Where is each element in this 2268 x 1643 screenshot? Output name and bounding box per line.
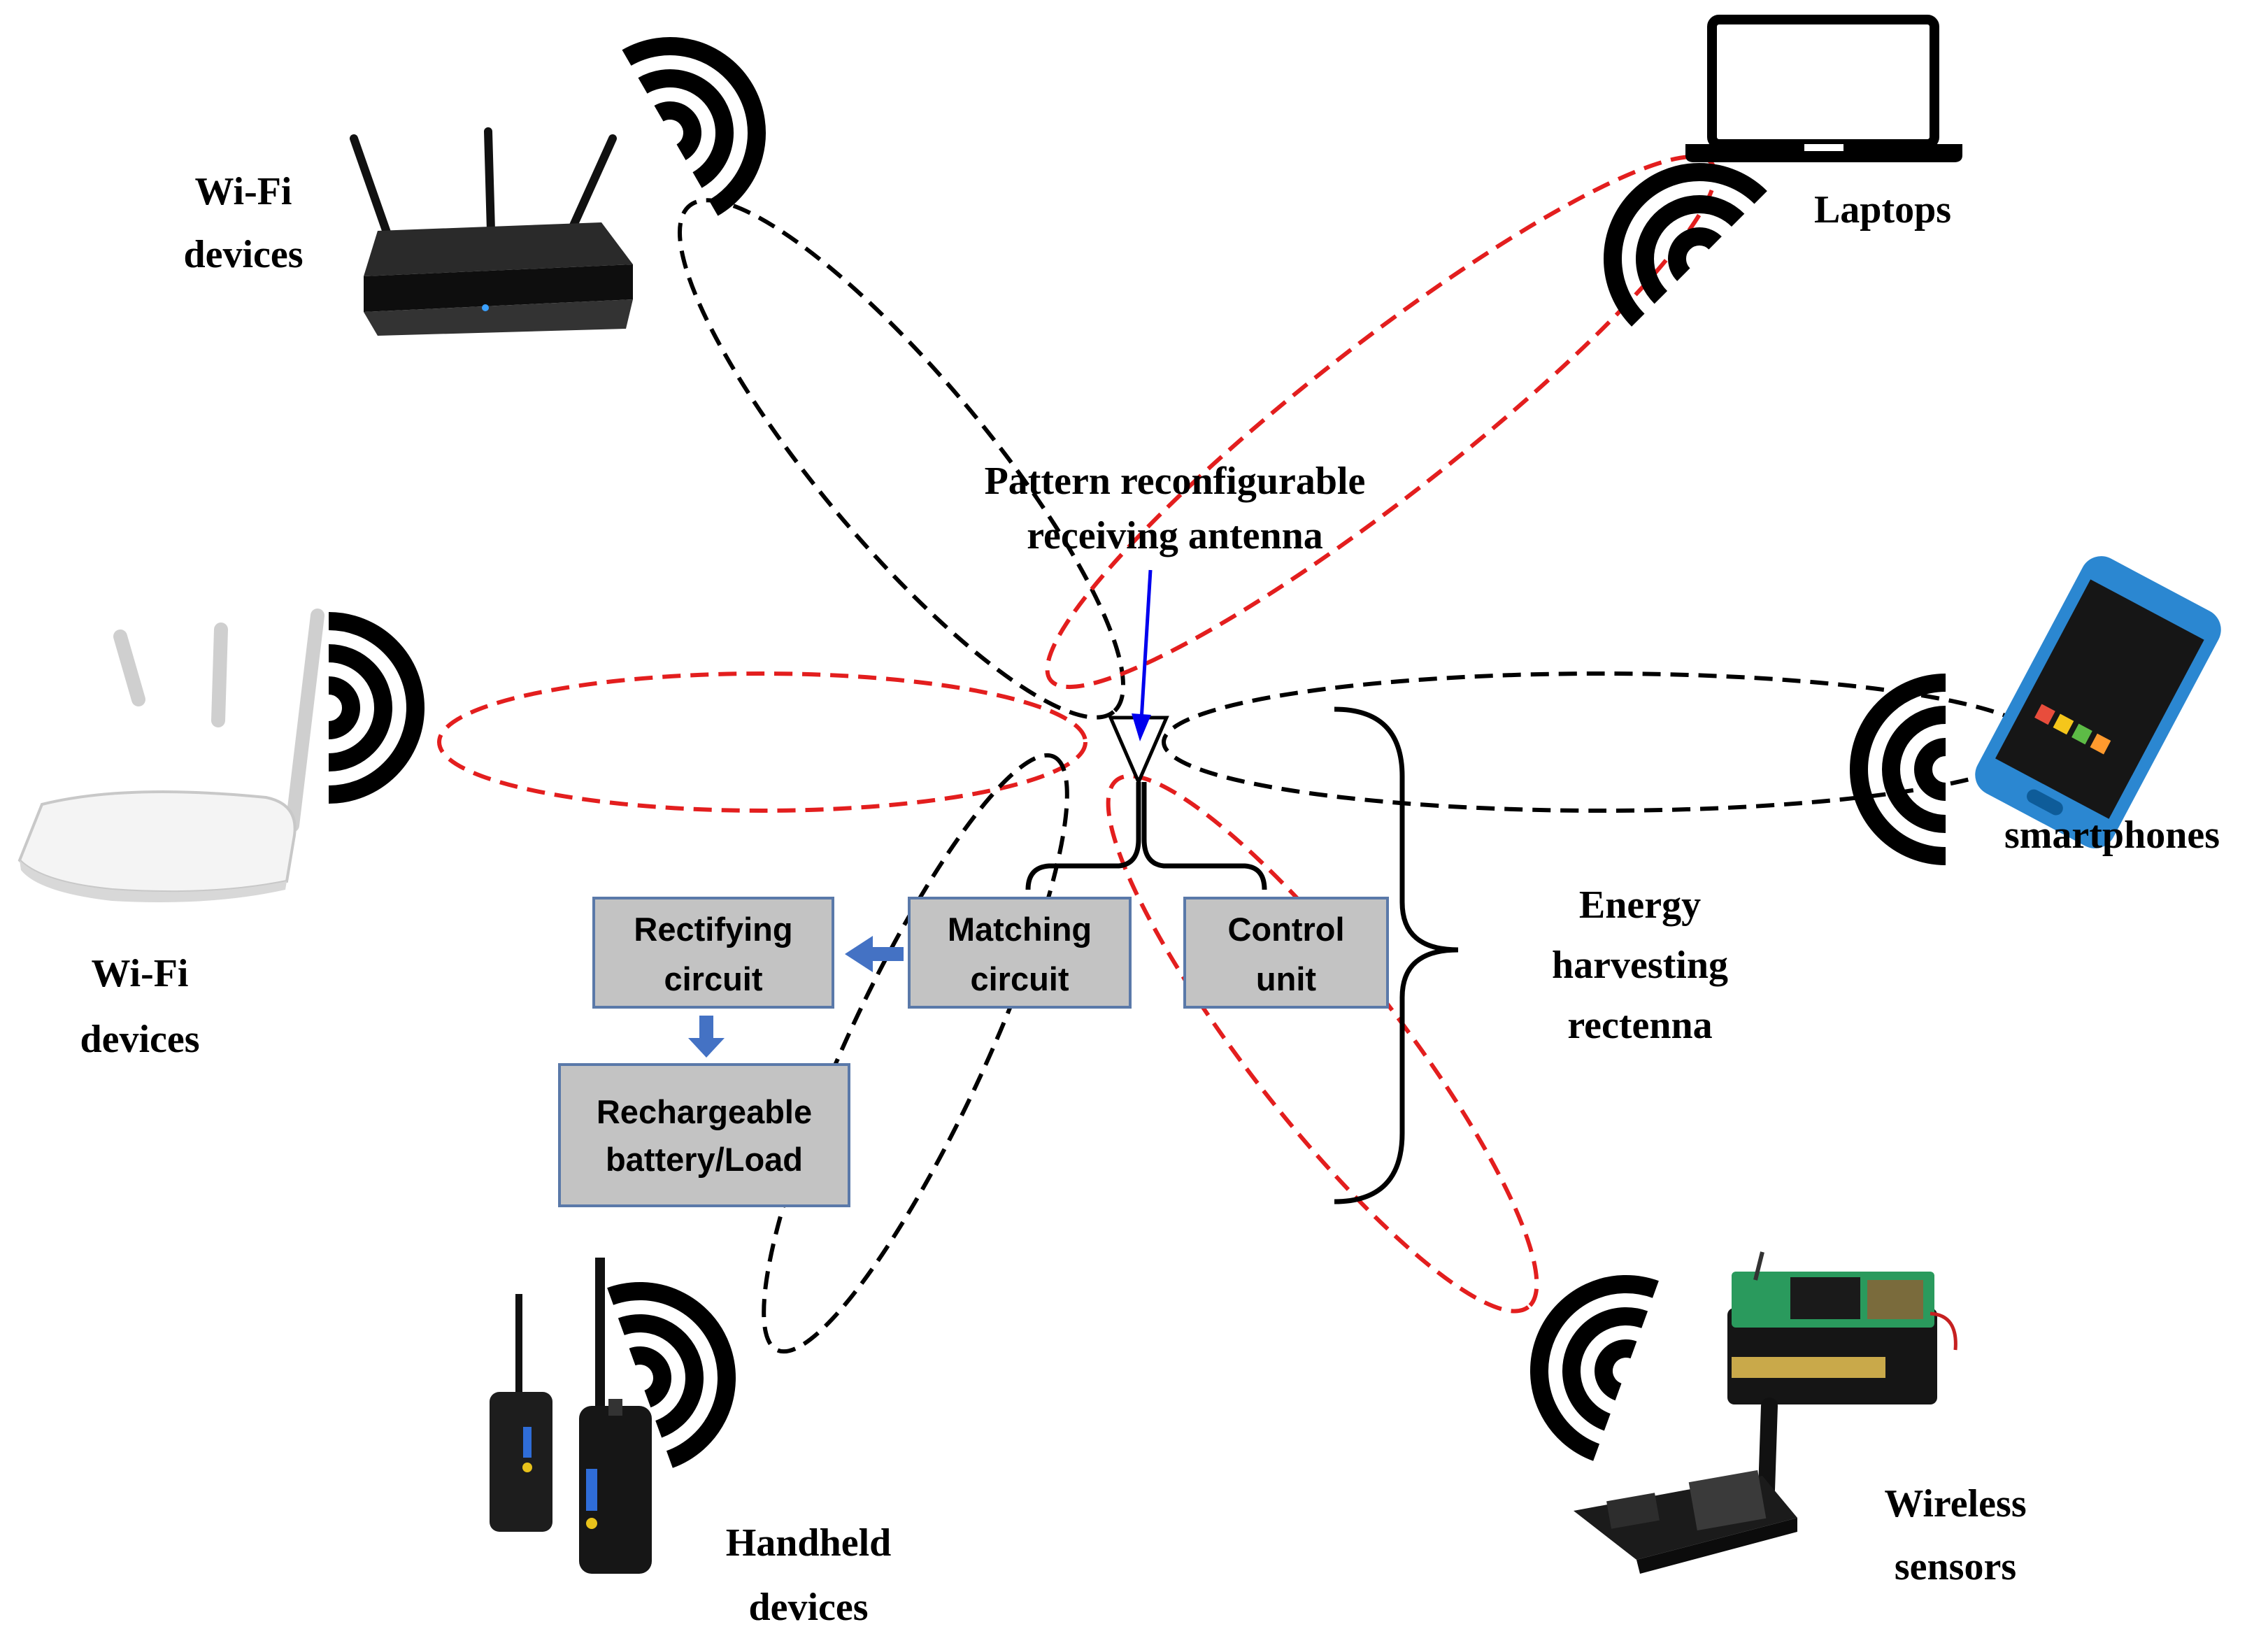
- wifi-left-label-line1: Wi-Fi: [92, 952, 189, 995]
- matching-line1: Matching: [948, 911, 1092, 948]
- wireless-label-line1: Wireless: [1884, 1482, 2026, 1525]
- control-unit-box: Control unit: [1183, 897, 1389, 1009]
- antenna-pointer-arrow: [1132, 569, 1153, 741]
- smartphones-label: smartphones: [2004, 813, 2220, 857]
- matching-circuit-box: Matching circuit: [908, 897, 1132, 1009]
- rectenna-brace: [1334, 706, 1459, 1204]
- wireless-label-line2: sensors: [1895, 1545, 2016, 1588]
- flow-arrow-rectifying-to-battery: [688, 1016, 725, 1058]
- laptops-label: Laptops: [1814, 188, 1951, 232]
- lobe-wifi-left: [437, 671, 1087, 813]
- laptop-icon: [1685, 15, 1962, 162]
- control-line1: Control: [1227, 911, 1344, 948]
- white-router-icon: [17, 609, 324, 902]
- energy-label-line2: harvesting: [1552, 944, 1728, 987]
- battery-load-box: Rechargeable battery/Load: [558, 1063, 850, 1207]
- wireless-sensor-module-icon: [1574, 1397, 1797, 1574]
- battery-line2: battery/Load: [606, 1141, 803, 1178]
- handheld-label-line2: devices: [748, 1586, 868, 1629]
- flow-arrow-matching-to-rectifying: [845, 936, 904, 972]
- wifi-top-label: Wi-Fi devices: [183, 170, 303, 276]
- signal-wave-laptop-icon: [1604, 163, 1767, 327]
- antenna-label-line1: Pattern reconfigurable: [985, 460, 1366, 503]
- matching-line2: circuit: [970, 960, 1069, 997]
- smartphone-icon: [1975, 556, 2221, 848]
- rectifying-circuit-box: Rectifying circuit: [592, 897, 834, 1009]
- wifi-top-label-line1: Wi-Fi: [195, 170, 292, 213]
- energy-harvesting-label: Energy harvesting rectenna: [1552, 883, 1728, 1047]
- energy-label-line1: Energy: [1579, 883, 1701, 927]
- handheld-radio-icon: [490, 1258, 652, 1574]
- wifi-left-label-line2: devices: [80, 1018, 199, 1061]
- signal-wave-wireless-sensor-icon: [1530, 1275, 1659, 1461]
- wireless-sensor-board-icon: [1727, 1251, 1957, 1404]
- handheld-label: Handheld devices: [726, 1521, 892, 1629]
- wireless-sensors-label: Wireless sensors: [1884, 1482, 2026, 1588]
- lobe-handheld: [762, 753, 1069, 1354]
- rectifying-line2: circuit: [664, 960, 762, 997]
- wifi-top-label-line2: devices: [183, 233, 303, 276]
- router-icon: [350, 127, 633, 336]
- lobe-wifi-top: [677, 198, 1126, 720]
- antenna-label-line2: receiving antenna: [1027, 514, 1323, 557]
- battery-line1: Rechargeable: [597, 1093, 812, 1130]
- wifi-left-label: Wi-Fi devices: [80, 952, 199, 1061]
- signal-wave-handheld-icon: [607, 1282, 736, 1468]
- signal-wave-wifi-left-icon: [328, 612, 425, 804]
- signal-wave-smartphone-icon: [1850, 674, 1946, 865]
- energy-label-line3: rectenna: [1567, 1004, 1712, 1047]
- signal-wave-wifi-top-icon: [622, 37, 766, 216]
- control-line2: unit: [1256, 960, 1316, 997]
- antenna-symbol: [1025, 716, 1267, 890]
- handheld-label-line1: Handheld: [726, 1521, 892, 1565]
- rectifying-line1: Rectifying: [634, 911, 792, 948]
- lobe-laptop: [1045, 154, 1718, 690]
- antenna-label: Pattern reconfigurable receiving antenna: [985, 460, 1366, 557]
